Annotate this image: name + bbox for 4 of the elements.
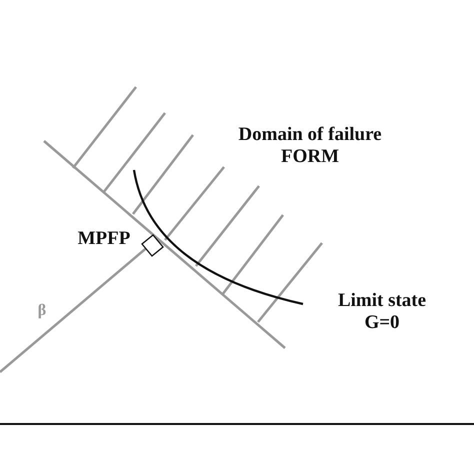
region-label: Domain of failure FORM: [237, 124, 383, 168]
point-label: MPFP: [76, 228, 132, 250]
curve-label: Limit state G=0: [336, 290, 428, 334]
reliability-index-label: β: [36, 302, 48, 320]
